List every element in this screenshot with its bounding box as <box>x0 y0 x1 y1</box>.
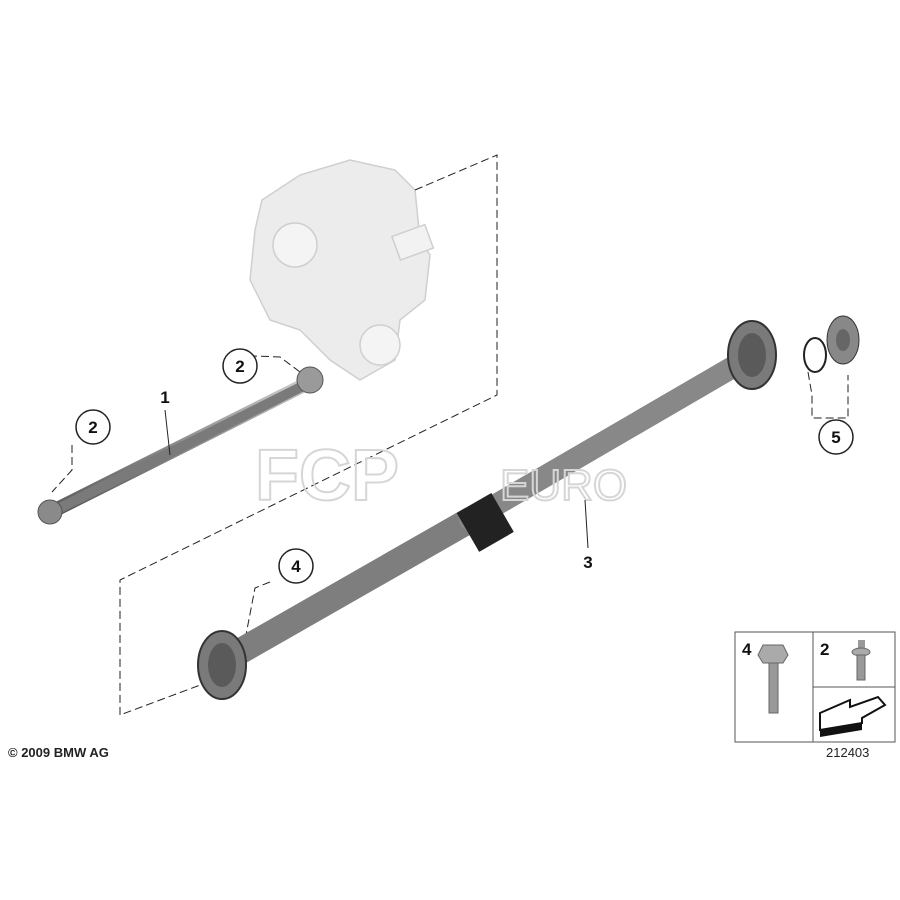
callout-5[interactable]: 5 <box>818 419 854 455</box>
svg-text:2: 2 <box>235 357 244 376</box>
callout-1[interactable]: 1 <box>160 388 171 456</box>
watermark: FCP <box>255 436 399 516</box>
svg-text:3: 3 <box>583 553 592 572</box>
hex-bolt-icon <box>757 644 789 714</box>
callout-2-left[interactable]: 2 <box>75 409 111 445</box>
fastener-legend-box: 4 2 <box>734 631 896 743</box>
callout-4[interactable]: 4 <box>278 548 314 584</box>
svg-text:2: 2 <box>820 640 829 659</box>
svg-text:5: 5 <box>831 428 840 447</box>
svg-text:2: 2 <box>88 418 97 437</box>
torx-bolt-icon <box>851 640 871 681</box>
dashed-leader-lines <box>51 154 849 716</box>
diagram-number: 212403 <box>826 745 870 760</box>
callout-2-upper[interactable]: 2 <box>222 348 258 384</box>
drive-shaft-front <box>37 366 324 525</box>
svg-text:4: 4 <box>742 640 752 659</box>
callout-3[interactable]: 3 <box>583 499 593 572</box>
svg-text:1: 1 <box>160 388 169 407</box>
copyright: © 2009 BMW AG <box>8 745 109 760</box>
arrow-icon <box>819 695 887 737</box>
drive-shaft-rear <box>197 320 777 700</box>
flange-and-ring <box>803 315 860 373</box>
watermark-euro: EURO <box>500 461 627 510</box>
transfer-case <box>249 159 435 381</box>
svg-text:4: 4 <box>291 557 301 576</box>
